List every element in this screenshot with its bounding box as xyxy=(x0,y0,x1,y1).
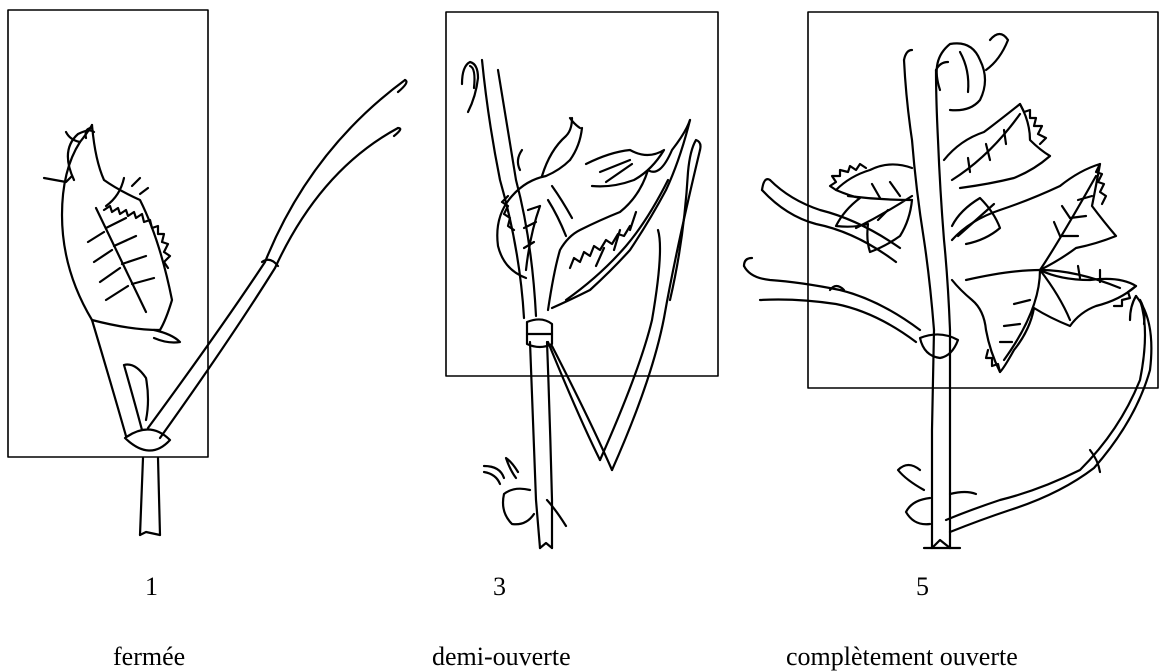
stage-caption-fully-open: complètement ouverte xyxy=(786,644,1018,670)
closed-shoot-tip-illustration xyxy=(8,10,406,535)
stage-number-3: 3 xyxy=(493,574,506,600)
stage-number-5: 5 xyxy=(916,574,929,600)
frame-box-3 xyxy=(446,12,718,376)
half-open-shoot-tip-illustration xyxy=(446,12,718,548)
stage-caption-half-open: demi-ouverte xyxy=(432,644,571,670)
fully-open-shoot-tip-illustration xyxy=(744,12,1158,548)
stage-caption-closed: fermée xyxy=(113,644,185,670)
stage-number-1: 1 xyxy=(145,574,158,600)
